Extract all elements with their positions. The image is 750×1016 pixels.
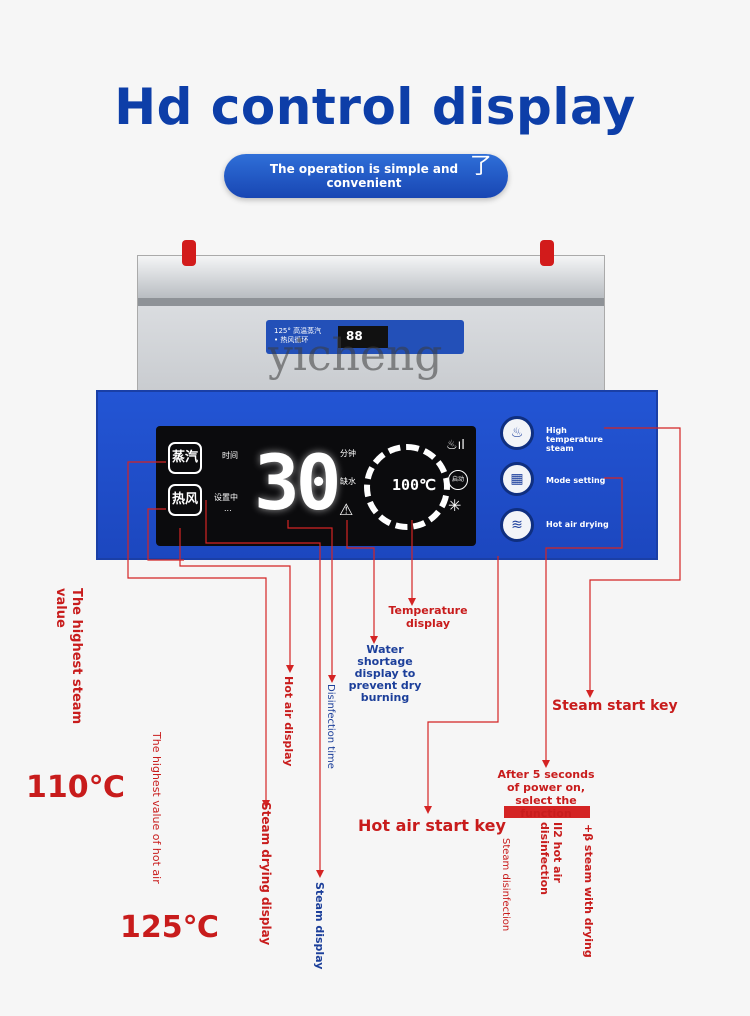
callout-hot-air-display: Hot air display [282, 676, 295, 767]
water-shortage-label: 缺水 [340, 477, 356, 486]
arrow-temperature [408, 598, 416, 606]
arrow-steam-start [586, 690, 594, 698]
line-hot-air-display [179, 528, 291, 665]
callout-steam-drying-display: Steam drying display [259, 802, 273, 946]
hot-air-mode-indicator: 热风 [168, 484, 202, 516]
callout-steam-start-key: Steam start key [552, 698, 678, 714]
wind-icon: ≋ [511, 517, 523, 533]
callout-hot-air-disinfection: II2 hot air disinfection [538, 822, 564, 895]
setting-label: 设置中 [214, 493, 238, 502]
knob-right [540, 240, 554, 266]
steam-button[interactable]: ♨ [500, 416, 534, 450]
machine-image: 125° 高温蒸汽 • 热风循环 88 [137, 240, 605, 397]
callout-steam-disinfection: Steam disinfection [500, 838, 511, 932]
mini-control-panel: 125° 高温蒸汽 • 热风循环 88 [266, 320, 464, 354]
watermark: yicheng [268, 330, 443, 381]
mini-label-1: 125° 高温蒸汽 [274, 327, 322, 335]
pill-symbol: 了 [469, 154, 492, 179]
temperature-value: 100℃ [392, 476, 436, 494]
time-value: 30 [254, 438, 341, 527]
arrow-hot-air-start [424, 806, 432, 814]
mini-label-2: • 热风循环 [274, 336, 309, 344]
callout-disinfection-time: Disinfection time [325, 684, 336, 769]
callout-steam-with-drying: +β steam with drying [582, 824, 595, 958]
mode-setting-button[interactable]: ▦ [500, 462, 534, 496]
steam-mode-indicator: 蒸汽 [168, 442, 202, 474]
machine-top [138, 256, 604, 298]
line-hot-air-box [147, 508, 184, 561]
subtitle-text: The operation is simple and convenient [269, 162, 459, 190]
line-mode-setting [545, 477, 623, 760]
callout-after-5-seconds: After 5 seconds of power on, select the … [497, 768, 595, 820]
mini-screen [338, 326, 388, 348]
arrow-steam-display [316, 870, 324, 878]
steam-max-value: 110℃ [26, 770, 125, 805]
callout-water-shortage: Water shortage display to prevent dry bu… [348, 643, 422, 704]
callout-temperature-display: Temperature display [388, 604, 468, 630]
line-hot-air-start [427, 556, 499, 806]
hot-air-button[interactable]: ≋ [500, 508, 534, 542]
line-steam-drying [127, 461, 267, 800]
line-disinfection-time [287, 520, 333, 675]
steam-button-label: High temperature steam [546, 426, 603, 453]
arrow-water [370, 636, 378, 644]
flame-signal-icon: ♨ıl [446, 438, 465, 453]
line-steam-display [205, 500, 321, 870]
callout-steam-display: Steam display [313, 882, 326, 970]
callout-highest-hot-air: The highest value of hot air [150, 732, 163, 884]
arrow-steam-drying [262, 800, 270, 808]
mini-number: 88 [346, 329, 363, 343]
lcd-screen: 蒸汽 热风 时间 设置中 ... 30 分钟 缺水 ⚠ 100℃ ♨ıl 启动 … [156, 426, 476, 546]
steam-icon: ♨ [510, 425, 524, 441]
fan-icon: ✳ [448, 496, 462, 515]
mini-panel-labels: 125° 高温蒸汽 • 热风循环 [274, 327, 321, 345]
setting-dots: ... [224, 504, 232, 513]
arrow-disinfection [328, 675, 336, 683]
control-panel: 蒸汽 热风 时间 设置中 ... 30 分钟 缺水 ⚠ 100℃ ♨ıl 启动 … [96, 390, 658, 560]
callout-highest-steam: The highest steam value [53, 588, 84, 725]
line-water-shortage [346, 520, 375, 636]
time-label: 时间 [222, 451, 238, 460]
minute-label: 分钟 [340, 449, 356, 458]
hot-air-button-label: Hot air drying [546, 520, 609, 529]
callout-hot-air-start-key: Hot air start key [358, 816, 506, 835]
grid-icon: ▦ [510, 471, 524, 487]
machine-band [138, 298, 604, 306]
line-steam-start [589, 427, 681, 690]
start-indicator: 启动 [448, 470, 468, 490]
arrow-hot-air-display [286, 665, 294, 673]
function-bar [504, 806, 590, 818]
knob-left [182, 240, 196, 266]
page-title: Hd control display [114, 78, 636, 136]
temperature-ring [364, 444, 450, 530]
hot-air-max-value: 125℃ [120, 910, 219, 945]
mode-button-label: Mode setting [546, 476, 606, 485]
arrow-mode [542, 760, 550, 768]
warning-icon: ⚠ [339, 500, 354, 519]
subtitle-pill: The operation is simple and convenient 了 [224, 154, 508, 198]
